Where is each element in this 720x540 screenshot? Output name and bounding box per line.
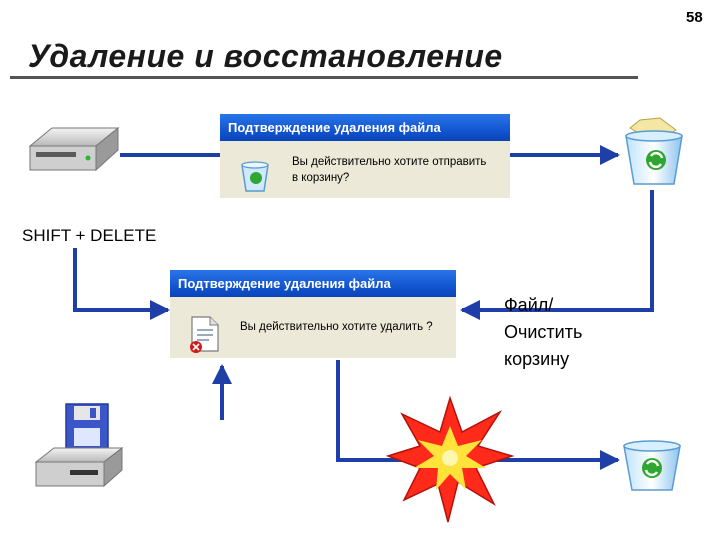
dialog-title: Подтверждение удаления файла (220, 114, 510, 141)
recycle-bin-empty-icon (623, 440, 681, 491)
empty-bin-label: Файл/ Очистить корзину (504, 292, 582, 373)
dialog-message-line2: в корзину? (292, 172, 350, 184)
arrow-empty-bin (460, 190, 654, 320)
arrow-to-destroy (336, 360, 620, 470)
destroy-explosion-icon (385, 395, 515, 523)
shift-delete-label: SHIFT + DELETE (22, 226, 157, 245)
confirm-delete-to-bin-dialog: Подтверждение удаления файла Вы действит… (220, 114, 510, 198)
confirm-delete-permanent-dialog: Подтверждение удаления файла Вы действит… (170, 270, 456, 358)
file-delete-icon (190, 316, 219, 353)
empty-bin-label-line3: корзину (504, 349, 570, 369)
empty-bin-label-line1: Файл/ (504, 295, 554, 315)
floppy-drive-icon (34, 403, 124, 488)
dialog-title: Подтверждение удаления файла (170, 270, 456, 297)
arrow-shift-delete (73, 248, 170, 320)
dialog-message-line1: Вы действительно хотите отправить (292, 156, 487, 168)
recycle-bin-full-icon (625, 117, 683, 185)
title-underline (10, 76, 638, 79)
page-title: Удаление и восстановление (28, 38, 503, 74)
dialog-message: Вы действительно хотите удалить ? (240, 321, 433, 333)
empty-bin-label-line2: Очистить (504, 322, 583, 342)
page-number: 58 (686, 9, 703, 26)
hard-drive-icon (28, 126, 120, 172)
recycle-bin-icon (241, 161, 269, 192)
